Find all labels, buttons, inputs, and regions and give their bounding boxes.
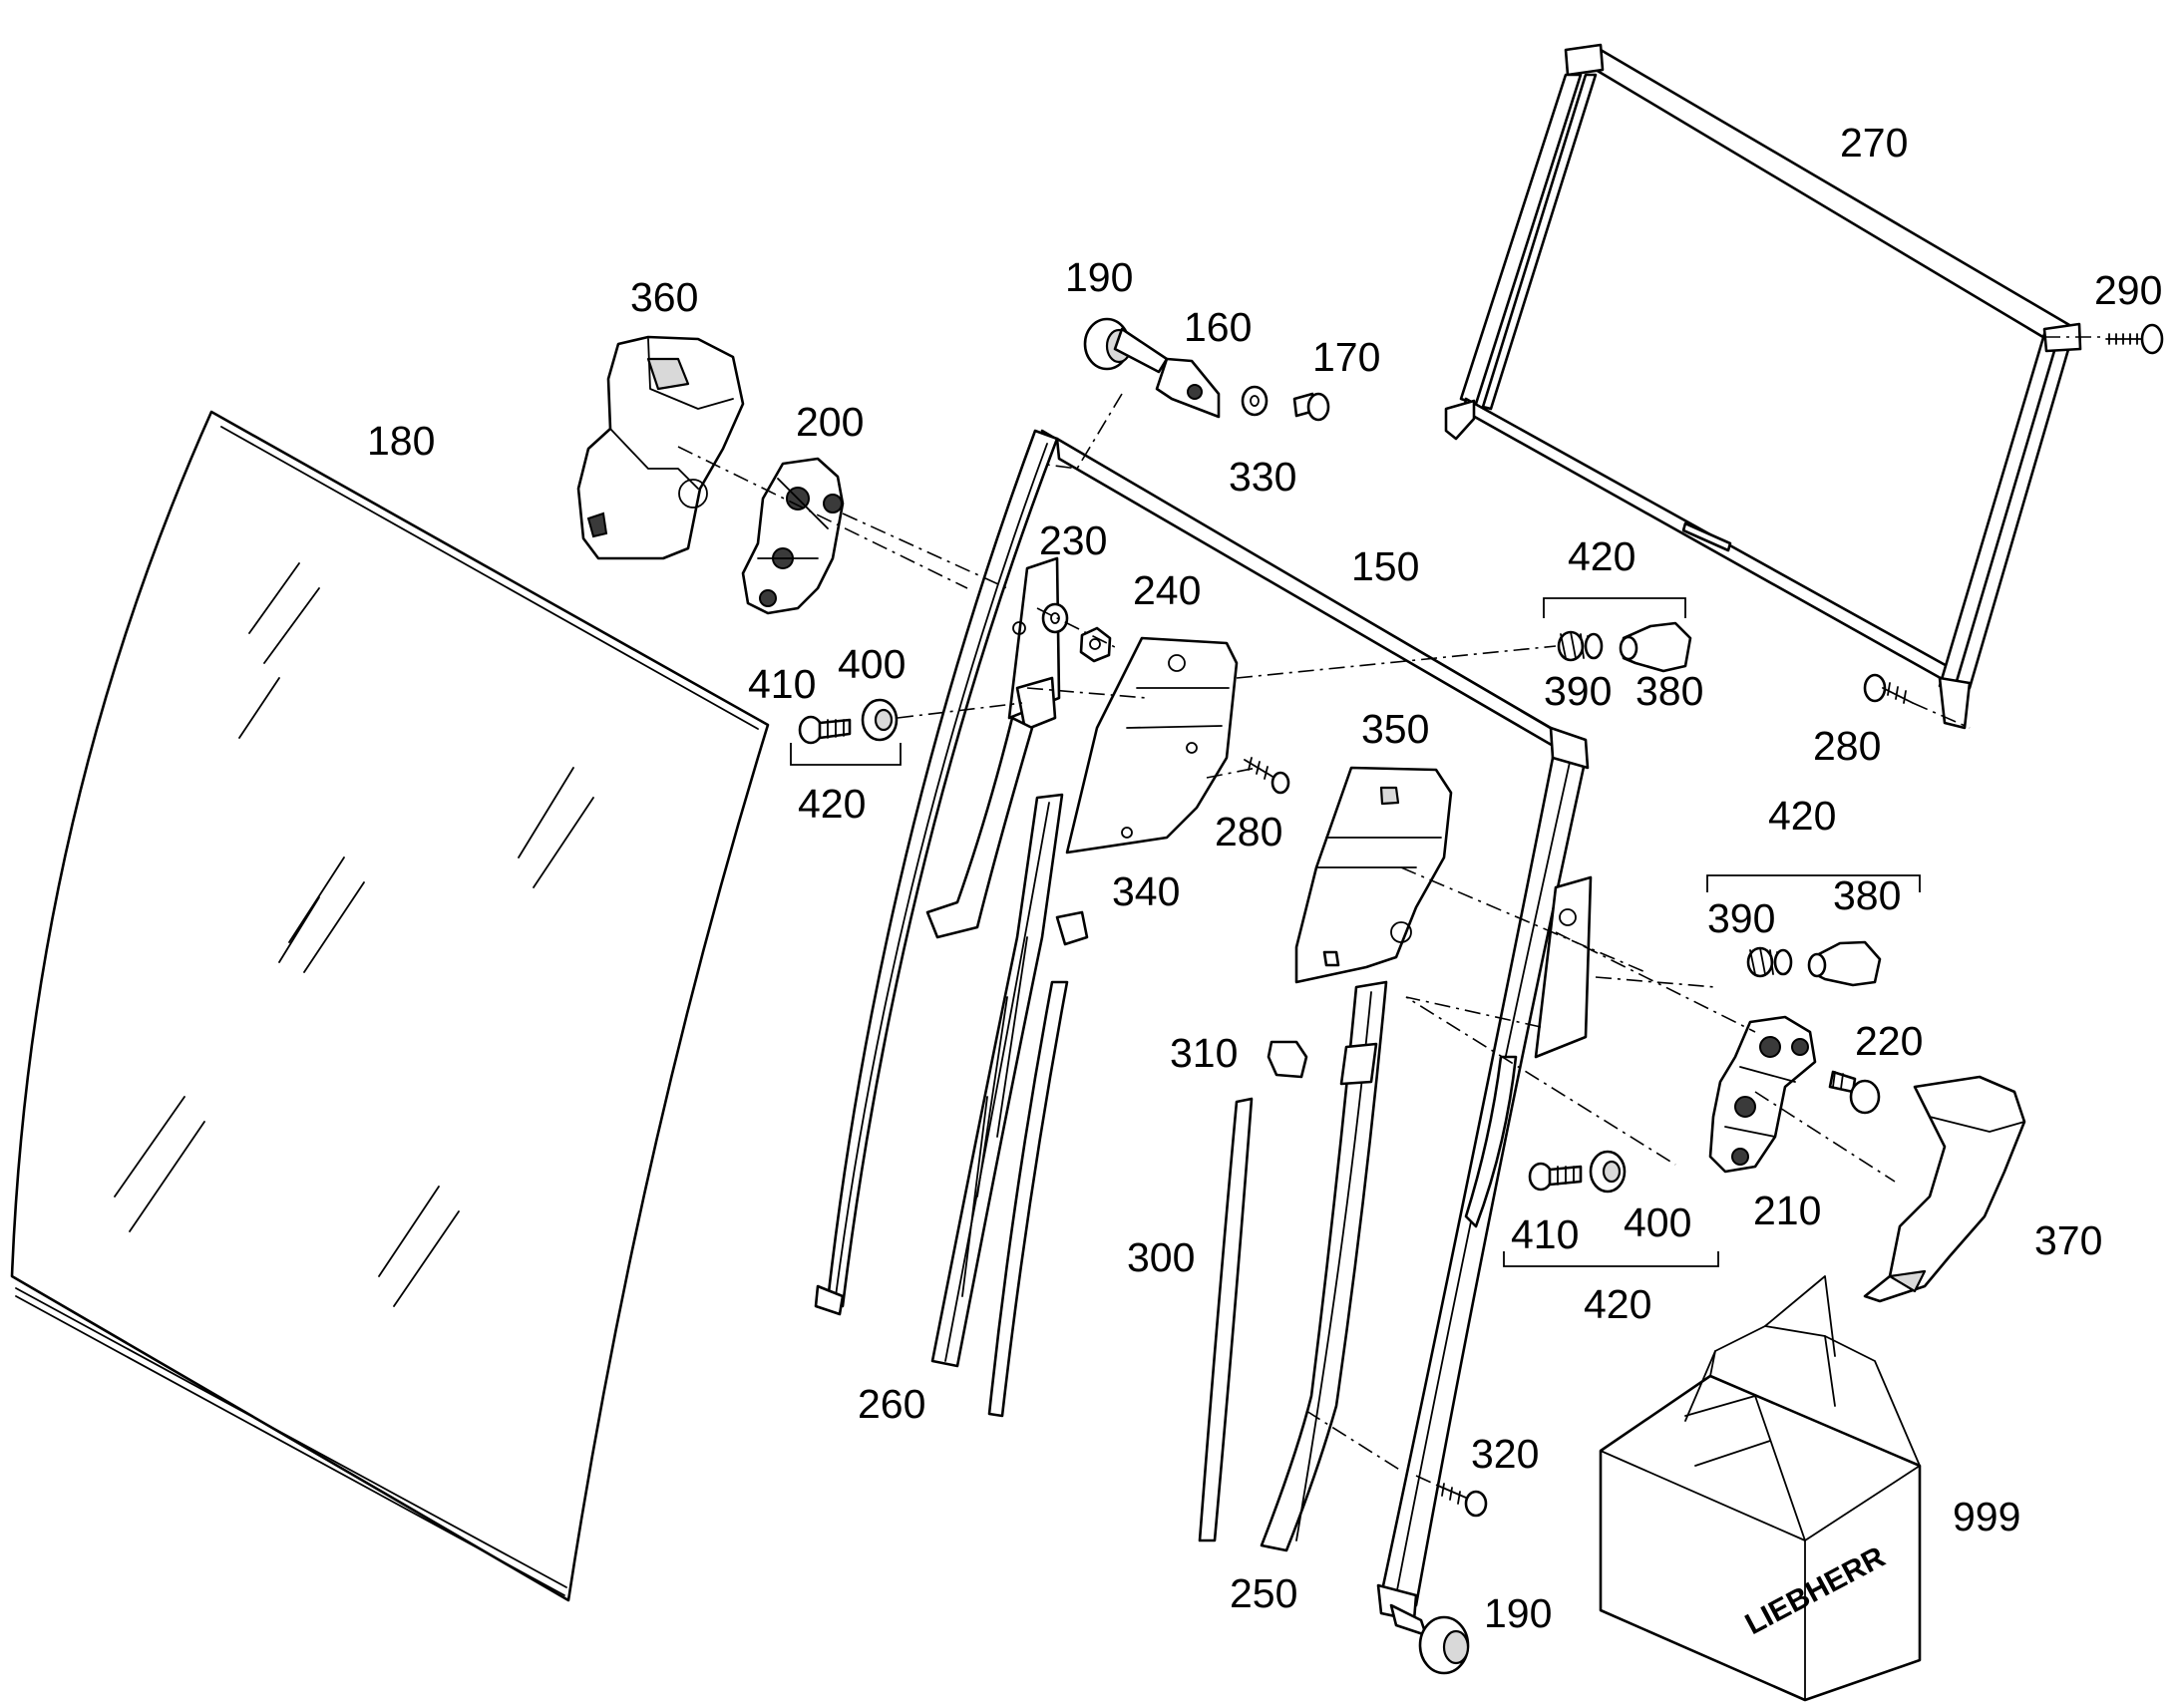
packaging-box-999 xyxy=(1599,1275,1922,1702)
seal-300 xyxy=(1198,1097,1254,1542)
cover-370 xyxy=(1863,1075,2026,1303)
label-190-top: 190 xyxy=(1065,254,1133,300)
label-340: 340 xyxy=(1112,868,1180,914)
roller-blind-270 xyxy=(1444,43,2082,730)
spring-390-upper xyxy=(1557,630,1604,662)
label-420-c: 420 xyxy=(1768,793,1836,839)
screw-320 xyxy=(1437,1483,1488,1518)
hinge-210 xyxy=(1708,1015,1817,1174)
washer-330 xyxy=(1241,385,1269,417)
screw-410-left xyxy=(798,715,852,745)
bolt-170 xyxy=(1292,392,1330,422)
hinge-200 xyxy=(741,457,845,615)
screw-280-b xyxy=(1244,757,1290,795)
glass-panel-180 xyxy=(10,410,770,1602)
label-150: 150 xyxy=(1351,543,1419,589)
label-400-a: 400 xyxy=(838,641,906,687)
screw-410-right xyxy=(1528,1162,1583,1192)
label-420-a: 420 xyxy=(1568,533,1635,579)
label-370: 370 xyxy=(2034,1217,2102,1263)
label-310: 310 xyxy=(1170,1030,1238,1076)
cap-380-lower xyxy=(1807,940,1882,987)
label-280-b: 280 xyxy=(1813,723,1881,769)
label-200: 200 xyxy=(796,399,864,445)
cover-340 xyxy=(1065,636,1239,854)
cover-360 xyxy=(576,335,745,560)
label-360: 360 xyxy=(630,274,698,320)
label-180: 180 xyxy=(367,418,435,464)
label-390-a: 390 xyxy=(1544,668,1612,714)
washer-230 xyxy=(1041,602,1069,634)
label-390-b: 390 xyxy=(1707,895,1775,941)
label-320: 320 xyxy=(1471,1431,1539,1477)
bracket-plate-160 xyxy=(1155,357,1221,419)
label-330: 330 xyxy=(1229,454,1296,500)
label-220: 220 xyxy=(1855,1018,1923,1064)
label-260: 260 xyxy=(858,1381,925,1427)
roller-190-bottom xyxy=(1389,1603,1470,1675)
roller-400-right xyxy=(1589,1150,1627,1194)
label-999: 999 xyxy=(1953,1494,2020,1539)
screw-280-a xyxy=(1863,673,1914,704)
label-190-bottom: 190 xyxy=(1484,1590,1552,1636)
brackets-420 xyxy=(790,597,1921,1267)
channel-260 xyxy=(930,793,1089,1418)
label-350: 350 xyxy=(1361,706,1429,752)
roller-190-top xyxy=(1083,317,1169,374)
label-290: 290 xyxy=(2094,267,2162,313)
roller-400-left xyxy=(861,698,899,742)
label-380-b: 380 xyxy=(1833,872,1901,918)
screw-220 xyxy=(1828,1070,1881,1115)
spring-390-lower xyxy=(1746,946,1793,978)
label-160: 160 xyxy=(1184,304,1252,350)
label-170: 170 xyxy=(1312,334,1380,380)
clip-310 xyxy=(1267,1040,1308,1079)
screw-290 xyxy=(2105,323,2164,355)
label-280-a: 280 xyxy=(1215,809,1282,854)
label-250: 250 xyxy=(1230,1570,1297,1616)
leader-lines xyxy=(677,336,2104,1487)
label-400-b: 400 xyxy=(1624,1199,1691,1245)
label-230: 230 xyxy=(1039,517,1107,563)
label-270: 270 xyxy=(1840,120,1908,166)
label-410-b: 410 xyxy=(1511,1211,1579,1257)
label-420-b: 420 xyxy=(798,781,866,827)
nut-240 xyxy=(1079,626,1112,663)
cap-380-upper xyxy=(1619,621,1692,673)
label-380-a: 380 xyxy=(1635,668,1703,714)
channel-250 xyxy=(1260,980,1388,1552)
label-410-a: 410 xyxy=(748,661,816,707)
door-frame-150 xyxy=(814,429,1593,1622)
label-300: 300 xyxy=(1127,1234,1195,1280)
label-210: 210 xyxy=(1753,1188,1821,1233)
label-420-d: 420 xyxy=(1584,1281,1651,1327)
callout-labels: 270 290 190 160 170 360 200 330 180 230 … xyxy=(367,120,2162,1636)
label-240: 240 xyxy=(1133,567,1201,613)
cover-350 xyxy=(1294,766,1453,984)
